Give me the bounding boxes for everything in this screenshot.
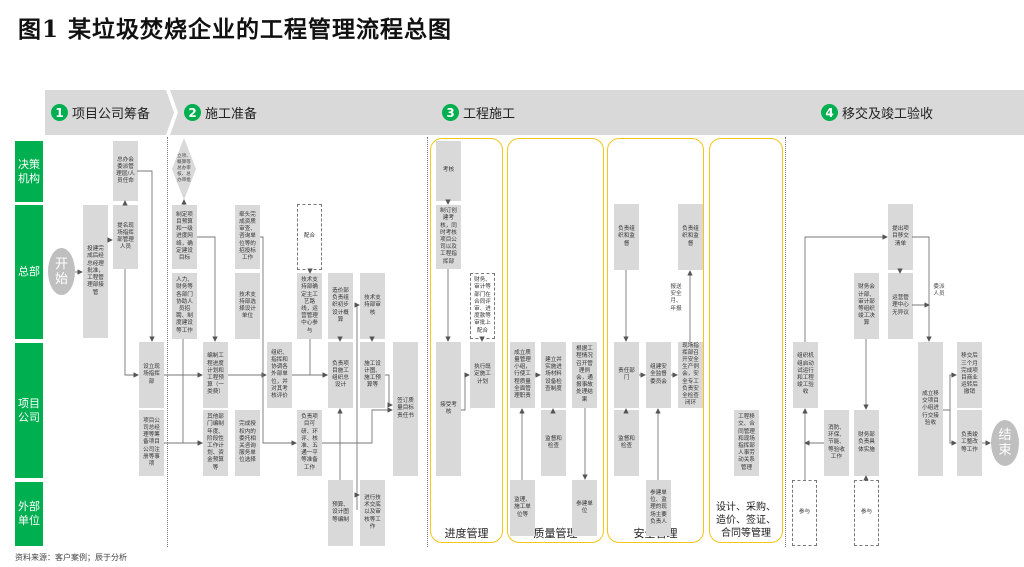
group-contract-management: 设计、采购、造价、签证、合同等管理 <box>709 138 783 543</box>
process-box: 投建完成后经总经理批准，工程管理部接管 <box>83 205 108 338</box>
process-box: 编制工程进度计划和工程预算（一类费） <box>203 342 228 408</box>
annotation-assign-staff: 委派人员 <box>933 284 945 298</box>
process-box: 人力、财务等各部门协助人员招聘、制度建设等工作 <box>172 273 197 339</box>
group-quality-management: 质量管理 <box>507 138 604 543</box>
process-box: 组织机组启动试运行和工程竣工验收 <box>793 342 818 408</box>
dashed-box: 配合 <box>297 204 322 270</box>
annotation-safety-report: 报送安全月、年报 <box>670 284 682 312</box>
arrow <box>804 234 888 342</box>
process-box: 负责组织和监督 <box>614 204 639 270</box>
process-box: 监督和检查 <box>541 410 566 476</box>
arrow <box>461 372 470 411</box>
arrow <box>309 339 328 378</box>
process-box: 完成授权内的委托相关咨询服务单位选择 <box>235 410 260 476</box>
process-box: 运营管理中心无异议 <box>888 273 913 339</box>
dashed-box: 财务、审计等部门在合同评审、进度款等审批上配合 <box>470 273 495 339</box>
process-box: 工程移交、合同管理和现场指挥部人事劳动关系管理 <box>734 410 759 476</box>
figure-title: 图1 某垃圾焚烧企业的工程管理流程总图 <box>18 16 453 43</box>
lane-decision-body: 决策机构 <box>15 141 43 202</box>
arrow <box>182 339 203 446</box>
process-box: 根据工程情况召开管理例会，通报事故处理结果 <box>572 342 597 408</box>
process-box: 其他部门编制年度、阶段性工作计划、资金预算等 <box>203 410 228 476</box>
process-box: 监理、施工单位等 <box>510 480 535 536</box>
end-node: 结束 <box>991 420 1019 466</box>
arrow <box>354 302 360 510</box>
phase-number-badge: 3 <box>442 104 459 121</box>
phase-1: 1 项目公司筹备 <box>45 90 174 135</box>
phase-number-badge: 1 <box>51 104 68 121</box>
process-box: 成立质量管理小组，行使工程质量全面管理职责 <box>510 342 535 408</box>
arrow <box>912 236 932 342</box>
group-label: 进度管理 <box>444 527 489 540</box>
phase-label: 项目公司筹备 <box>72 107 151 122</box>
process-box: 负责竣工整改等工作 <box>957 410 982 476</box>
process-box: 移交后三个月完成项目商业运转后撤销 <box>957 342 982 408</box>
phase-4: 4 移交及竣工验收 <box>795 90 1024 135</box>
process-box: 组织、指挥和协调各外部单位，并对其考核评价 <box>267 342 292 408</box>
lane-external-units: 外部单位 <box>15 482 43 546</box>
process-box: 参建单位 <box>572 480 597 536</box>
phase-label: 移交及竣工验收 <box>842 107 934 122</box>
phase-3: 3 工程施工 <box>430 90 805 135</box>
arrow <box>260 236 297 446</box>
phase-divider <box>167 137 168 547</box>
process-box: 现场指挥部召开安全生产例会，安全专工负责安全检查闭环 <box>678 342 703 408</box>
dashed-box: 参与 <box>854 480 879 546</box>
process-box: 施工设计图、施工预算等 <box>360 342 385 408</box>
arrow <box>124 269 139 378</box>
start-node: 开始 <box>48 248 75 295</box>
source-note: 资料来源：客户案例；辰于分析 <box>15 553 127 562</box>
arrow <box>949 410 957 446</box>
phase-2: 2 施工准备 <box>170 90 442 135</box>
process-box: 制订创建考核，同时考核项目公司以及工程指挥部 <box>436 205 461 269</box>
phase-number-badge: 4 <box>821 104 838 121</box>
phase-label: 工程施工 <box>463 107 516 122</box>
process-box: 接受考核 <box>436 342 461 476</box>
arrow <box>322 407 393 444</box>
process-box: 牵头完成资质审查、咨询单位等的招投标工作 <box>235 205 260 269</box>
process-box: 负责项目施工组织总设计 <box>328 342 353 408</box>
process-box: 技术支持部确定主工艺路线，运营管理中心参与 <box>297 273 322 339</box>
process-box: 技术支持部审核 <box>360 273 385 339</box>
process-box: 项目公司总经理等筹备项目公司注册等事项 <box>139 410 164 476</box>
process-box: 执行既定施工计划 <box>470 342 495 408</box>
arrow <box>197 236 218 342</box>
process-box: 成立移交项目小组进行交接验收 <box>918 342 943 476</box>
process-box: 建立并实施进场材料设备检查制度 <box>541 342 566 408</box>
arrow <box>137 170 155 342</box>
process-box: 参建单位、监理的现场主要负责人 <box>646 480 671 536</box>
process-box: 负责项目可研、环评、核准、五通一平等准备工作 <box>297 410 322 476</box>
process-box: 造价部负责组织初步设计概算 <box>328 273 353 339</box>
process-box: 设立现场指挥部 <box>139 342 164 408</box>
process-box: 预算、设计图等编制 <box>328 480 353 546</box>
process-box: 提出项目移交清单 <box>888 204 913 270</box>
process-box: 技术支持部选择设计单位 <box>235 273 260 339</box>
process-box: 进行技术交底以及审核等工作 <box>360 480 385 546</box>
process-box: 总办会委派管理层/人员任命 <box>113 141 138 201</box>
lane-headquarters: 总部 <box>15 205 43 339</box>
arrow <box>385 374 393 408</box>
phase-label: 施工准备 <box>205 107 258 122</box>
dashed-box: 参与 <box>792 480 817 546</box>
process-box: 签订质量目标责任书 <box>393 342 418 476</box>
lane-project-company: 项目公司 <box>15 343 43 478</box>
arrow <box>943 372 957 411</box>
group-label: 设计、采购、造价、签证、合同等管理 <box>716 502 776 539</box>
phase-number-badge: 2 <box>184 104 201 121</box>
phase-divider <box>427 137 428 547</box>
group-label: 质量管理 <box>533 527 578 540</box>
process-box: 消防、环保、节能、等验收工作 <box>824 410 849 476</box>
group-schedule-management: 进度管理 <box>430 138 503 543</box>
process-box: 监督和检查 <box>614 410 639 476</box>
process-box: 责任部门 <box>614 342 639 408</box>
process-box: 提名现场指挥部管理人员 <box>113 205 138 269</box>
process-box: 负责组织和监督 <box>678 204 703 270</box>
phase-divider <box>785 137 786 547</box>
process-box: 财务部负责具体实施 <box>854 410 879 476</box>
process-box: 组建安全监督委员会 <box>646 342 671 408</box>
process-box: 财务会计部、审计部等组织竣工决算 <box>854 273 879 339</box>
process-box: 制定项目预算和一级进度网络，确定建设目标 <box>172 205 197 269</box>
process-box: 考核 <box>436 141 461 201</box>
